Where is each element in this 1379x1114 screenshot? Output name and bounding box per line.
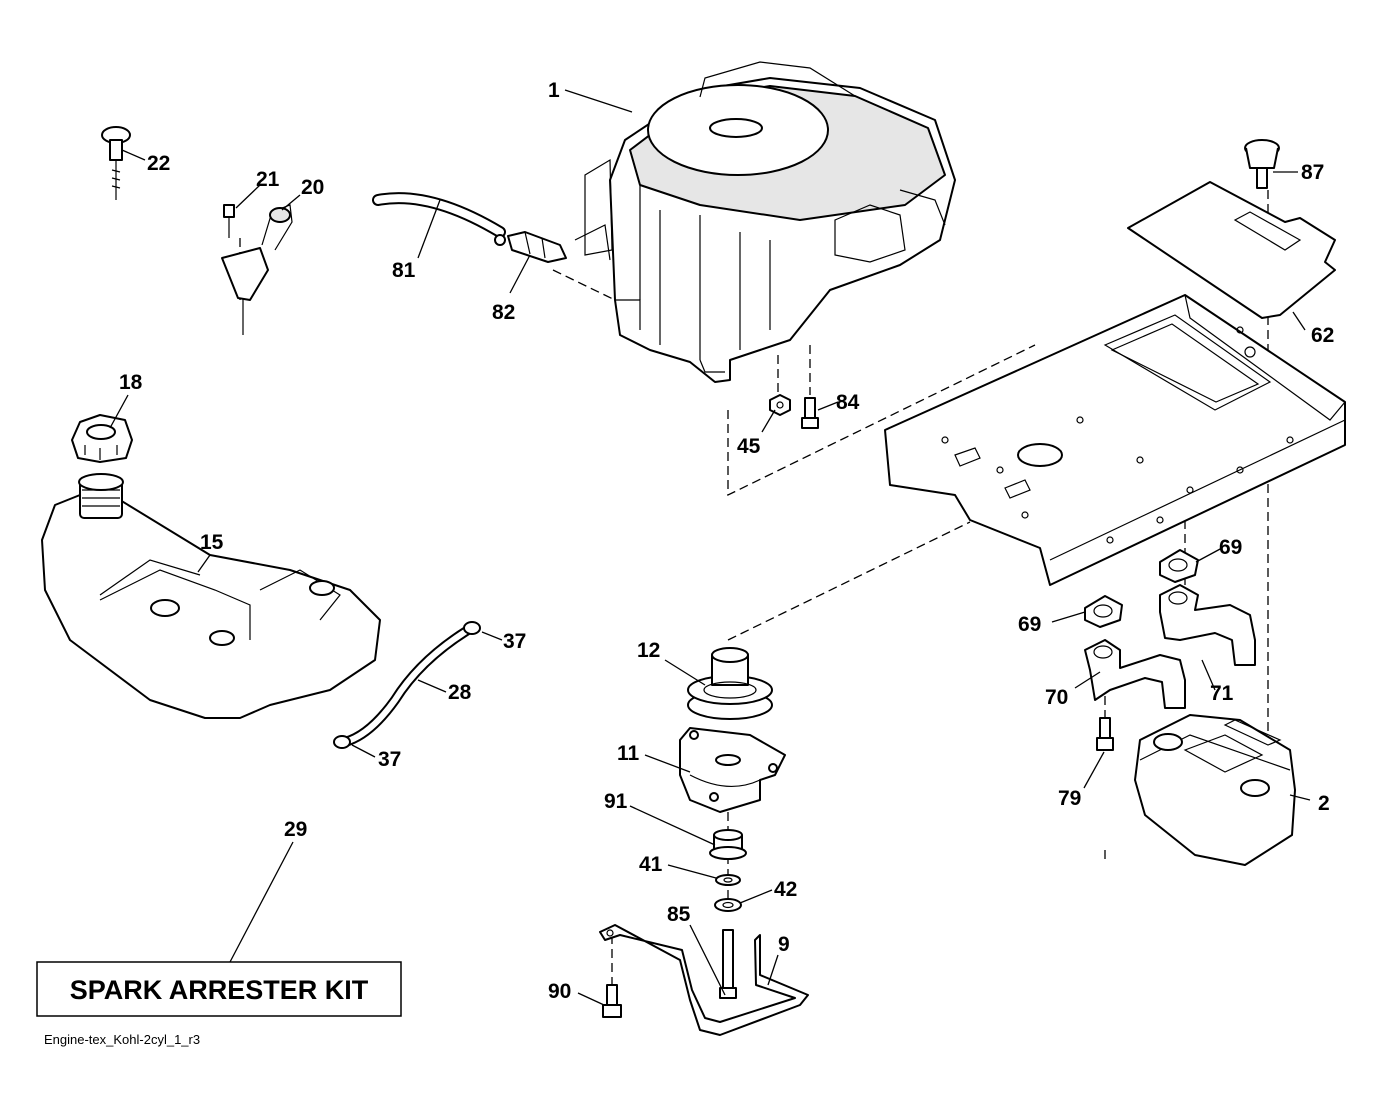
bushing-91 [709, 829, 747, 860]
washer-42 [714, 898, 742, 912]
bolt-79 [1096, 717, 1114, 751]
callouts: 1 22 21 20 81 82 84 45 87 62 18 15 37 28… [119, 79, 1334, 1003]
callout-70: 70 [1045, 686, 1068, 709]
gasket-69-upper [1159, 549, 1199, 583]
spark-arrester-kit-box: SPARK ARRESTER KIT [36, 961, 402, 1017]
exhaust-pipe-70 [1084, 639, 1186, 709]
callout-28: 28 [448, 681, 472, 704]
pulley-12 [687, 647, 773, 720]
part-22 [101, 126, 131, 200]
exhaust-pipe-71 [1159, 584, 1256, 666]
callout-11: 11 [617, 742, 640, 765]
callout-85: 85 [667, 903, 691, 926]
bolt-90 [602, 984, 622, 1018]
callout-15: 15 [200, 531, 224, 554]
nut-45 [769, 394, 791, 416]
callout-69-lower: 69 [1018, 613, 1041, 636]
callout-20: 20 [301, 176, 324, 199]
heat-shield [1127, 181, 1336, 319]
muffler [1134, 714, 1296, 866]
frame-plate [884, 294, 1346, 586]
callout-1: 1 [548, 79, 560, 102]
bolt-85 [719, 929, 737, 999]
callout-81: 81 [392, 259, 416, 282]
throttle-control [221, 204, 293, 335]
callout-9: 9 [778, 933, 790, 956]
callout-21: 21 [256, 168, 280, 191]
washer-41 [715, 874, 741, 886]
bolt-84 [801, 397, 819, 429]
callout-82: 82 [492, 301, 515, 324]
bracket-9 [599, 924, 809, 1036]
fuel-hose-81 [372, 192, 506, 238]
knob-87 [1244, 139, 1280, 189]
leader-lines [109, 89, 1311, 1006]
callout-62: 62 [1311, 324, 1334, 347]
fuel-fitting-82 [494, 231, 567, 263]
callout-79: 79 [1058, 787, 1081, 810]
callout-37-bottom: 37 [378, 748, 401, 771]
callout-45: 45 [737, 435, 761, 458]
fuel-tank [41, 473, 381, 719]
callout-37-top: 37 [503, 630, 526, 653]
callout-87: 87 [1301, 161, 1324, 184]
callout-90: 90 [548, 980, 571, 1003]
callout-2: 2 [1318, 792, 1330, 815]
callout-18: 18 [119, 371, 143, 394]
clutch-11 [679, 727, 786, 813]
callout-84: 84 [836, 391, 860, 414]
callout-71: 71 [1210, 682, 1234, 705]
callout-42: 42 [774, 878, 797, 901]
callout-22: 22 [147, 152, 170, 175]
gasket-69-lower [1084, 595, 1123, 628]
engine [574, 61, 956, 383]
callout-29: 29 [284, 818, 307, 841]
diagram-reference-code: Engine-tex_Kohl-2cyl_1_r3 [44, 1032, 200, 1047]
callout-12: 12 [637, 639, 660, 662]
fuel-cap [71, 414, 133, 463]
callout-91: 91 [604, 790, 628, 813]
spark-arrester-kit-label: SPARK ARRESTER KIT [70, 975, 369, 1005]
callout-69-upper: 69 [1219, 536, 1242, 559]
callout-41: 41 [639, 853, 663, 876]
fuel-line-28 [333, 621, 481, 749]
